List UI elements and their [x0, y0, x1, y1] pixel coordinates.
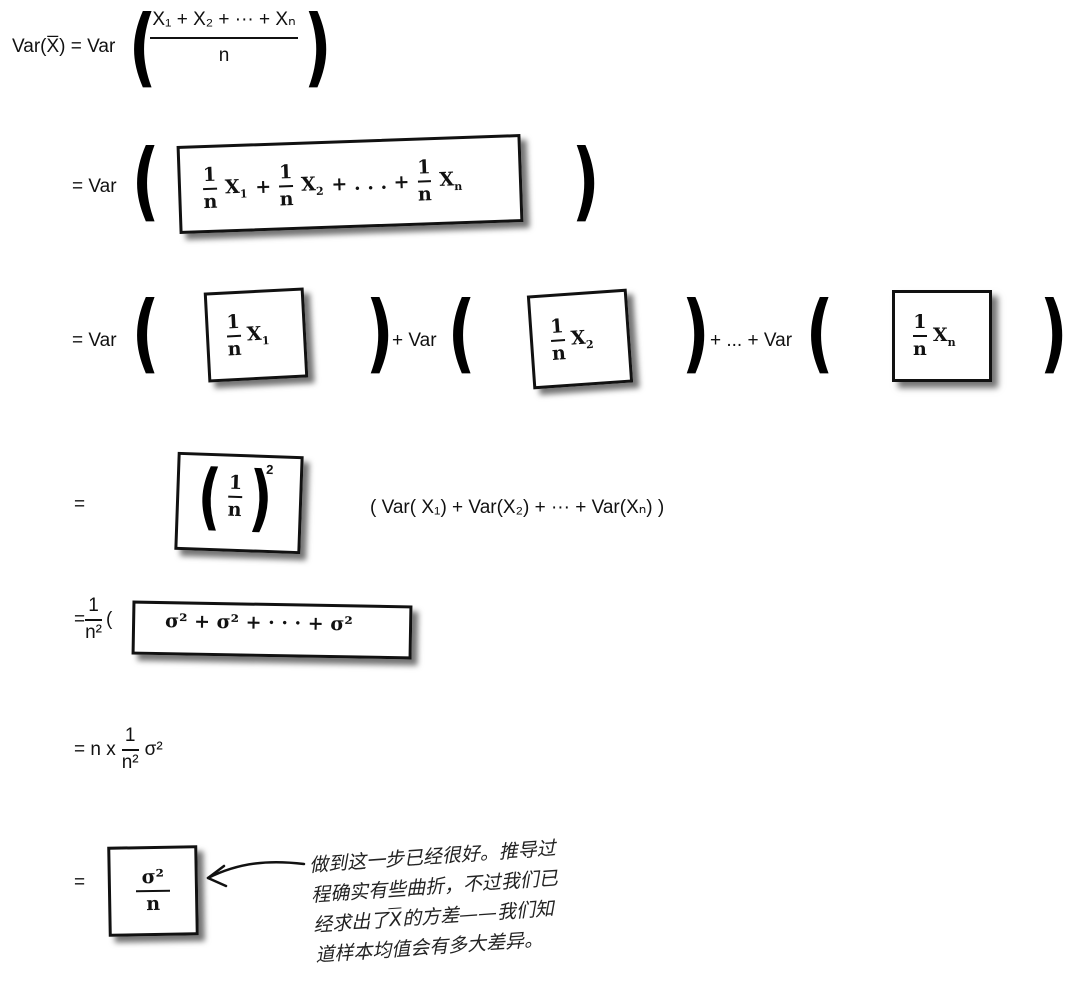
line1-denominator: n	[218, 45, 230, 66]
line2-term2-var: X2	[300, 172, 324, 198]
line2-plus-dots: + . . . +	[331, 170, 410, 196]
line1-numerator: X₁ + X₂ + ··· + Xₙ	[152, 9, 296, 30]
line2-term1-var: X1	[224, 175, 248, 201]
line6-prefix: = n x	[74, 738, 116, 760]
line2-close-paren: )	[571, 131, 600, 231]
line4-exponent: 2	[265, 461, 274, 478]
line5-box: σ² + σ² + · · · + σ²	[131, 600, 413, 660]
line4-equals: =	[74, 494, 86, 515]
line3-open-paren-3: (	[805, 283, 834, 383]
arrow-icon	[206, 860, 306, 888]
line4-rest: ( Var( X₁) + Var(X₂) + ··· + Var(Xₙ) )	[370, 497, 665, 518]
line3-dots-var: + ... + Var	[710, 330, 793, 351]
line3-open-paren-2: (	[447, 283, 476, 383]
line3-plus-var: + Var	[392, 330, 437, 351]
annotation: 做到这一步已经很好。推导过 程确实有些曲折，不过我们已 经求出了X的方差——我们…	[308, 834, 563, 971]
line3-term3-var: Xn	[932, 323, 956, 349]
line3-term2-var: X2	[569, 326, 595, 351]
line1-fraction-bar	[150, 37, 298, 39]
line4-open-paren: (	[196, 453, 223, 539]
line2-term3-var: Xn	[438, 167, 463, 193]
line3-open-paren-1: (	[131, 283, 160, 383]
line3-prefix: = Var	[72, 330, 117, 351]
line5-open-paren: (	[106, 608, 113, 630]
line3-close-paren-3: )	[1039, 283, 1068, 383]
line3-close-paren-2: )	[681, 283, 710, 383]
line6-suffix: σ²	[144, 738, 163, 760]
line1-fraction: X₁ + X₂ + ··· + Xₙ n	[150, 8, 298, 67]
line3-close-paren-1: )	[365, 283, 394, 383]
line1-open-paren: (	[128, 0, 157, 97]
line5-sigma-sum: σ² + σ² + · · · + σ²	[164, 610, 353, 636]
line5-equals: =	[74, 608, 86, 630]
line1-close-paren: )	[303, 0, 332, 97]
line2-open-paren: (	[131, 131, 160, 231]
line3-term1-var: X1	[246, 322, 270, 348]
line1-lhs: Var(X̅) = Var	[12, 36, 116, 57]
line2-prefix: = Var	[72, 176, 117, 197]
line7-equals: =	[74, 872, 86, 893]
line2-plus1: +	[254, 175, 272, 199]
